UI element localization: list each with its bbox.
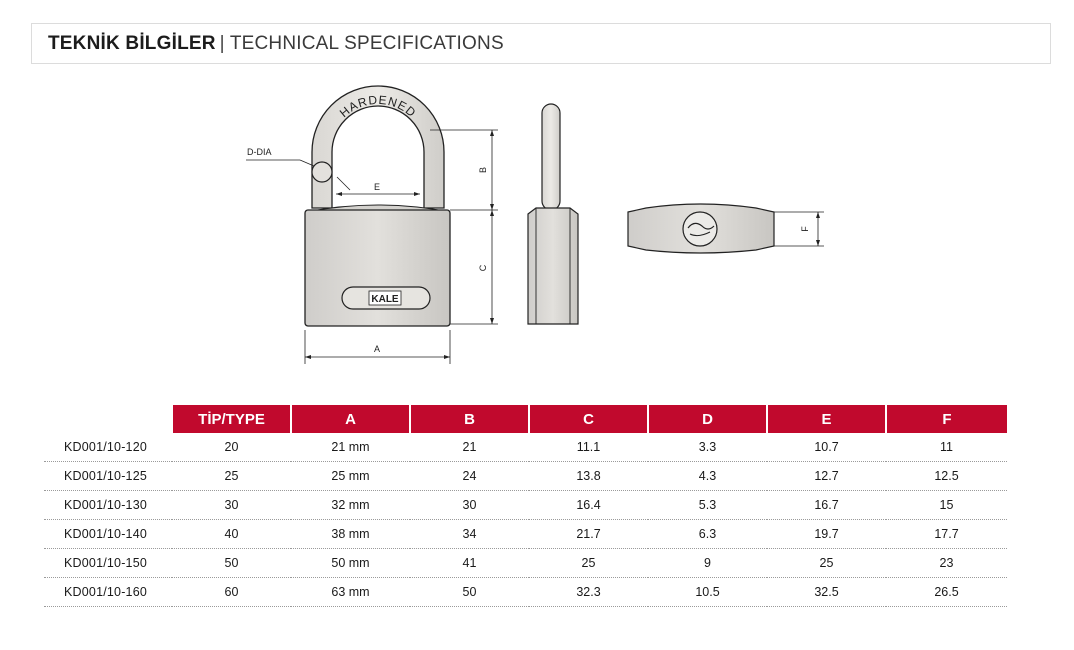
- cell-e: 10.7: [767, 433, 886, 462]
- cell-e: 19.7: [767, 519, 886, 549]
- header-d: D: [647, 405, 767, 433]
- dim-label-c: C: [478, 264, 488, 271]
- cell-type: 40: [172, 519, 291, 549]
- shackle-side: [541, 103, 561, 211]
- cell-f: 23: [886, 548, 1007, 578]
- cell-b: 30: [410, 490, 529, 520]
- shackle-front: [311, 85, 445, 209]
- cell-a: 32 mm: [291, 490, 410, 520]
- cell-f: 17.7: [886, 519, 1007, 549]
- bottom-view: F: [627, 203, 824, 254]
- title-turkish: TEKNİK BİLGİLER: [48, 32, 216, 54]
- cell-e: 16.7: [767, 490, 886, 520]
- cell-d: 6.3: [648, 519, 767, 549]
- cell-b: 24: [410, 461, 529, 491]
- cell-d: 3.3: [648, 433, 767, 462]
- cell-model: KD001/10-125: [44, 461, 172, 491]
- cell-d: 10.5: [648, 577, 767, 607]
- cell-model: KD001/10-140: [44, 519, 172, 549]
- cell-f: 11: [886, 433, 1007, 462]
- cell-f: 26.5: [886, 577, 1007, 607]
- shackle-section-circle: [311, 161, 333, 183]
- keyhole-icon: [682, 211, 718, 247]
- dim-label-b: B: [478, 167, 488, 173]
- cell-type: 50: [172, 548, 291, 578]
- cell-d: 5.3: [648, 490, 767, 520]
- cell-e: 12.7: [767, 461, 886, 491]
- cell-model: KD001/10-120: [44, 433, 172, 462]
- cell-b: 34: [410, 519, 529, 549]
- cell-type: 20: [172, 433, 291, 462]
- cell-c: 21.7: [529, 519, 648, 549]
- dim-label-a: A: [374, 344, 380, 354]
- dim-label-f: F: [800, 226, 810, 232]
- title-english: TECHNICAL SPECIFICATIONS: [229, 32, 504, 54]
- table-row: KD001/10-130 30 32 mm 30 16.4 5.3 16.7 1…: [44, 490, 1007, 520]
- cell-e: 25: [767, 548, 886, 578]
- front-view: HARDENED KALE D-DIA E B C: [246, 85, 498, 364]
- header-e: E: [766, 405, 886, 433]
- cell-type: 25: [172, 461, 291, 491]
- cell-f: 15: [886, 490, 1007, 520]
- cell-e: 32.5: [767, 577, 886, 607]
- cell-a: 38 mm: [291, 519, 410, 549]
- cell-c: 32.3: [529, 577, 648, 607]
- cell-c: 16.4: [529, 490, 648, 520]
- cell-a: 25 mm: [291, 461, 410, 491]
- cell-type: 30: [172, 490, 291, 520]
- side-view: [527, 103, 579, 325]
- title-separator: |: [219, 32, 225, 54]
- cell-d: 9: [648, 548, 767, 578]
- cell-a: 63 mm: [291, 577, 410, 607]
- lock-body-side: [527, 207, 579, 325]
- cell-c: 25: [529, 548, 648, 578]
- cell-b: 21: [410, 433, 529, 462]
- cell-b: 41: [410, 548, 529, 578]
- cell-a: 50 mm: [291, 548, 410, 578]
- padlock-technical-drawing: HARDENED KALE D-DIA E B C: [246, 85, 824, 364]
- cell-model: KD001/10-130: [44, 490, 172, 520]
- table-row: KD001/10-140 40 38 mm 34 21.7 6.3 19.7 1…: [44, 519, 1007, 549]
- table-row: KD001/10-120 20 21 mm 21 11.1 3.3 10.7 1…: [44, 433, 1007, 462]
- section-title: TEKNİK BİLGİLER | TECHNICAL SPECIFICATIO…: [31, 23, 1051, 64]
- cell-d: 4.3: [648, 461, 767, 491]
- table-row: KD001/10-150 50 50 mm 41 25 9 25 23: [44, 548, 1007, 578]
- cell-type: 60: [172, 577, 291, 607]
- brand-logo-text: KALE: [371, 294, 399, 305]
- table-row: KD001/10-125 25 25 mm 24 13.8 4.3 12.7 1…: [44, 461, 1007, 491]
- cell-b: 50: [410, 577, 529, 607]
- cell-c: 13.8: [529, 461, 648, 491]
- table-row: KD001/10-160 60 63 mm 50 32.3 10.5 32.5 …: [44, 577, 1007, 607]
- cell-model: KD001/10-150: [44, 548, 172, 578]
- spec-table: TİP/TYPE A B C D E F KD001/10-120 20 21 …: [44, 405, 1007, 607]
- header-type: TİP/TYPE: [171, 405, 291, 433]
- header-a: A: [290, 405, 410, 433]
- cell-model: KD001/10-160: [44, 577, 172, 607]
- cell-a: 21 mm: [291, 433, 410, 462]
- cell-f: 12.5: [886, 461, 1007, 491]
- header-b: B: [409, 405, 529, 433]
- header-c: C: [528, 405, 648, 433]
- dim-label-e: E: [374, 182, 380, 192]
- cell-c: 11.1: [529, 433, 648, 462]
- table-header-row: TİP/TYPE A B C D E F: [44, 405, 1007, 433]
- dim-label-d-dia: D-DIA: [247, 147, 272, 157]
- header-f: F: [885, 405, 1007, 433]
- header-blank: [44, 405, 172, 433]
